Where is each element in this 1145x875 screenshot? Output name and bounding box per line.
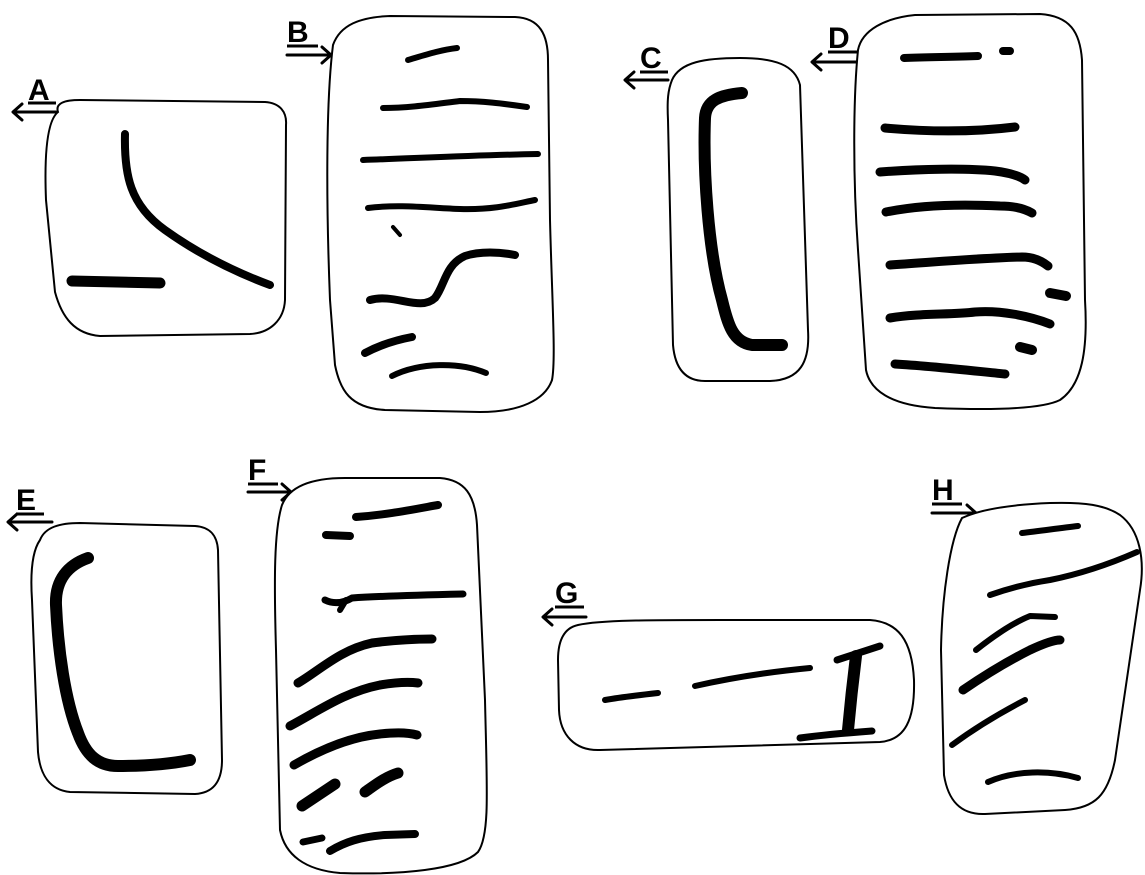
figure-e: E bbox=[8, 484, 222, 794]
label-h: H bbox=[932, 474, 954, 507]
label-d: D bbox=[828, 22, 850, 55]
stroke bbox=[326, 535, 350, 536]
figure-d: D bbox=[812, 14, 1086, 409]
label-c: C bbox=[640, 42, 662, 75]
stroke bbox=[1020, 347, 1032, 350]
stroke bbox=[1050, 293, 1066, 296]
label-e: E bbox=[16, 484, 36, 517]
figure-c: C bbox=[625, 42, 808, 381]
arrow-left-icon bbox=[543, 609, 586, 625]
figure-a: A bbox=[13, 74, 286, 336]
stroke bbox=[904, 56, 978, 58]
fragment-outline bbox=[941, 503, 1142, 814]
figure-g: G bbox=[543, 577, 914, 750]
stroke bbox=[303, 838, 322, 842]
label-g: G bbox=[555, 577, 578, 610]
arrow-left-icon bbox=[812, 54, 856, 70]
figure-f: F bbox=[248, 454, 487, 873]
arrow-right-icon bbox=[287, 47, 331, 63]
stroke bbox=[848, 656, 856, 730]
label-f: F bbox=[248, 454, 266, 487]
figure-h: H bbox=[932, 474, 1142, 814]
stroke bbox=[885, 127, 1015, 131]
fragment-outline bbox=[46, 100, 287, 336]
horizontal-stroke bbox=[72, 281, 160, 283]
label-b: B bbox=[287, 16, 309, 49]
figure-b: B bbox=[287, 16, 554, 412]
